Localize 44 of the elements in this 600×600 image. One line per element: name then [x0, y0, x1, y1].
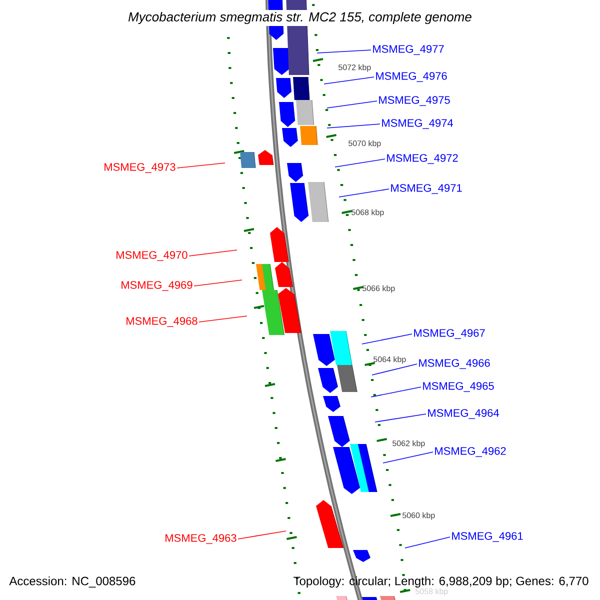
leader-line — [372, 364, 418, 376]
leader-line — [326, 124, 380, 128]
title: Mycobacterium smegmatis str. MC2 155, complete genome — [126, 10, 474, 26]
leader-line — [194, 280, 242, 286]
leader-line — [176, 162, 226, 168]
leader-line — [238, 530, 286, 540]
gene-label: MSMEG_4961 — [452, 532, 523, 542]
info-text: Accession: NC_008596 — [9, 576, 136, 588]
gene-label: MSMEG_4974 — [382, 119, 454, 129]
leader-line — [338, 188, 390, 198]
gene-label: MSMEG_4975 — [379, 96, 450, 106]
leader-line — [188, 250, 238, 256]
leader-line — [362, 334, 412, 344]
gene-label: MSMEG_4964 — [428, 409, 500, 419]
scale-label: 5066 kbp — [362, 285, 395, 293]
gene-label: MSMEG_4967 — [414, 329, 485, 339]
scale-label: 5064 kbp — [374, 356, 406, 364]
gene-label: MSMEG_4968 — [126, 317, 198, 327]
gene-label: MSMEG_4976 — [376, 72, 447, 82]
gene-label: MSMEG_4977 — [373, 45, 444, 55]
gene-label: MSMEG_4966 — [419, 359, 490, 369]
scale-label: 5068 kbp — [352, 209, 384, 217]
gene-label: MSMEG_4971 — [391, 184, 462, 194]
gene-label: MSMEG_4969 — [122, 281, 192, 291]
info-text: Topology: circular; Length: 6,988,209 bp; Genes: 6,770 — [294, 576, 588, 588]
leader-line — [326, 100, 378, 108]
gene-label: MSMEG_4965 — [423, 382, 494, 392]
leader-line — [382, 452, 434, 464]
leader-line — [198, 316, 248, 322]
gene-label: MSMEG_4963 — [166, 534, 236, 544]
leader-line — [324, 76, 374, 84]
leader-line — [316, 50, 372, 54]
leader-line — [370, 386, 422, 398]
gene-label: MSMEG_4972 — [387, 154, 458, 164]
scale-label: 5072 kbp — [338, 64, 371, 72]
scale-label: 5062 kbp — [392, 440, 425, 448]
gene-label: MSMEG_4970 — [116, 251, 188, 261]
leader-line — [374, 414, 426, 422]
scale-label: 5060 kbp — [402, 512, 435, 520]
gene-label: MSMEG_4962 — [435, 447, 506, 457]
leader-line — [404, 536, 450, 548]
leader-line — [334, 158, 386, 168]
gene-label: MSMEG_4973 — [104, 163, 176, 173]
scale-label: 5070 kbp — [348, 140, 381, 148]
